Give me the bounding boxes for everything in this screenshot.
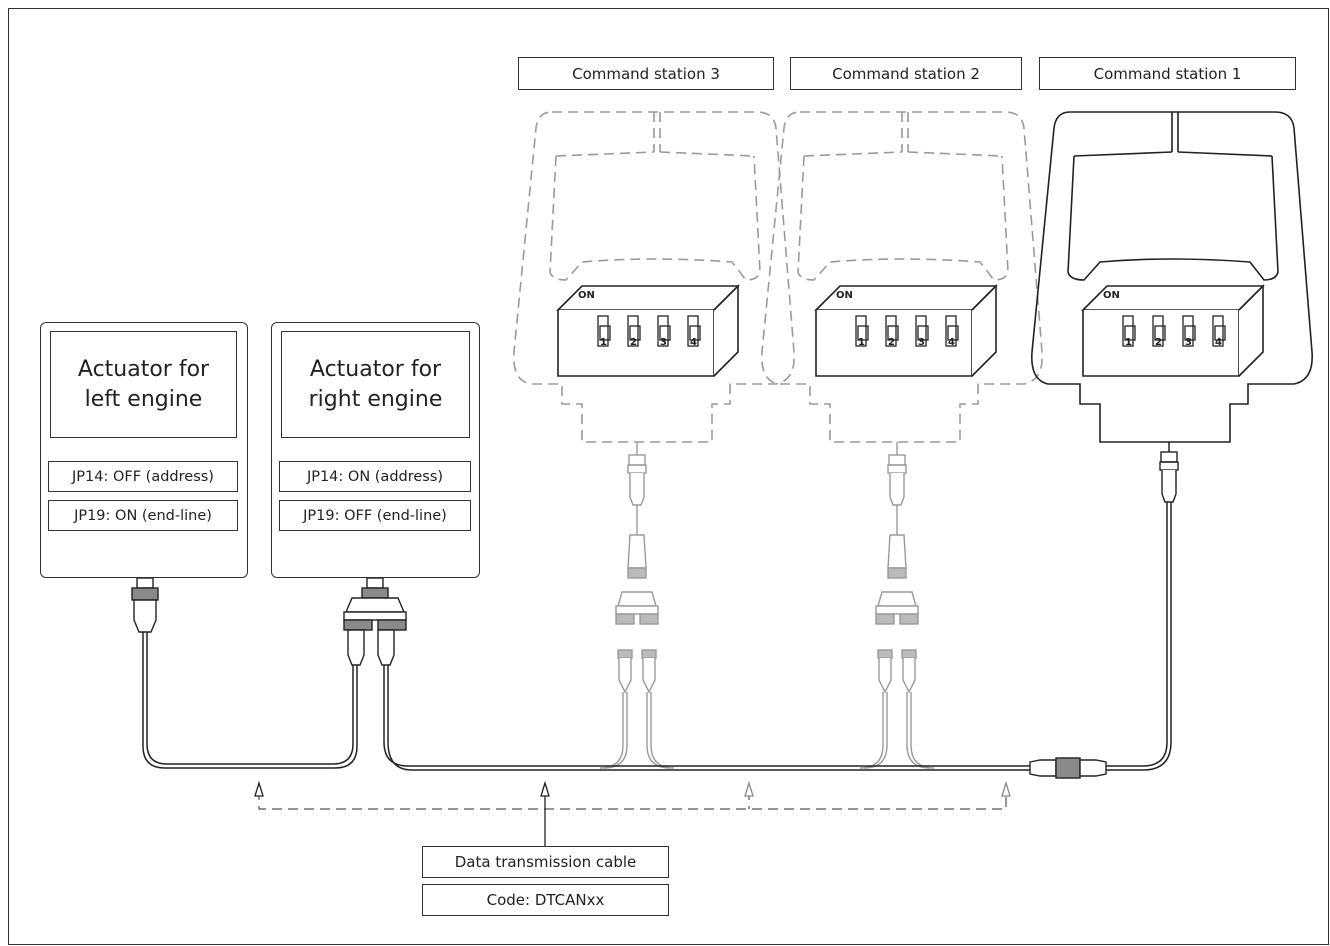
dip-number: 4 (690, 337, 697, 348)
cable-code-label: Code: DTCANxx (422, 884, 669, 916)
command-station-2 (760, 111, 1043, 443)
actuator-right-title: Actuator for right engine (281, 331, 470, 438)
station-2-drop-cable (859, 442, 935, 769)
station-1-drop-cable (1106, 442, 1179, 771)
actuator-right-jp19: JP19: OFF (end-line) (279, 500, 471, 531)
dip-number: 1 (600, 337, 607, 348)
dip-number: 1 (1125, 337, 1132, 348)
dip-number: 2 (630, 337, 637, 348)
command-station-1-label: Command station 1 (1039, 57, 1296, 90)
command-station-1 (1031, 111, 1313, 443)
cable-annotation-bracket (258, 790, 1007, 810)
dip-number: 4 (948, 337, 955, 348)
dip-number: 3 (1185, 337, 1192, 348)
dip-on-label: ON (836, 290, 853, 301)
dip-on-label: ON (1103, 290, 1120, 301)
left-actuator-connector (131, 577, 159, 633)
actuator-left-jp14: JP14: OFF (address) (48, 461, 238, 492)
inline-connector (1029, 757, 1107, 779)
annotation-arrows (254, 780, 1011, 797)
actuator-right-jp14: JP14: ON (address) (279, 461, 471, 492)
command-station-3 (512, 111, 795, 443)
command-station-3-label: Command station 3 (518, 57, 774, 90)
command-station-2-label: Command station 2 (790, 57, 1022, 90)
bus-cable (383, 665, 1030, 771)
actuator-left-jp19: JP19: ON (end-line) (48, 500, 238, 531)
dip-number: 2 (888, 337, 895, 348)
dip-on-label: ON (578, 290, 595, 301)
right-actuator-y-connector (343, 577, 407, 666)
dip-number: 1 (858, 337, 865, 348)
dip-number: 2 (1155, 337, 1162, 348)
left-actuator-cable (142, 630, 358, 769)
dip-number: 3 (660, 337, 667, 348)
cable-name-label: Data transmission cable (422, 846, 669, 878)
dip-number: 4 (1215, 337, 1222, 348)
dip-number: 3 (918, 337, 925, 348)
station-3-drop-cable (599, 442, 675, 769)
actuator-left-title: Actuator for left engine (50, 331, 237, 438)
